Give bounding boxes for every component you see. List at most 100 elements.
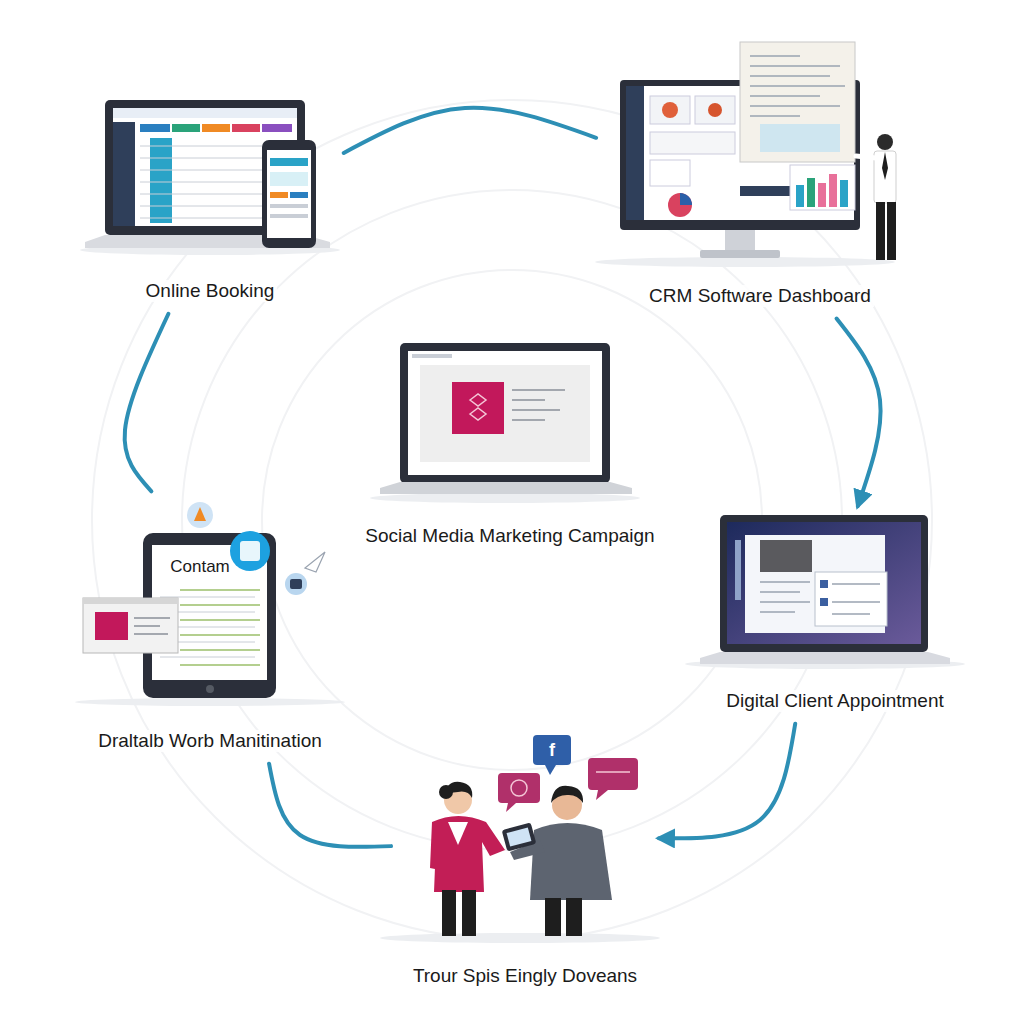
booking-laptop-part [262,124,292,132]
crm-monitor-part [662,102,678,118]
appointment-laptop-part [727,522,921,644]
maintenance-tablet-part [75,698,345,706]
crm-monitor-part-part [750,85,845,87]
crm-monitor-part [882,152,888,180]
crm-monitor-part [680,193,692,205]
maintenance-tablet-part-part [134,633,168,635]
appointment-laptop [685,515,965,669]
appointment-laptop-part-part [832,601,880,603]
crm-monitor-part [650,160,690,186]
booking-laptop-part [113,122,135,226]
social-icon-letter: f [549,740,555,761]
crm-monitor-part-part [750,95,820,97]
booking-laptop-part [290,192,308,198]
appointment-laptop-part [735,540,741,600]
appointment-laptop-part [700,652,950,664]
illustrated-step: Digital Client Appointment [690,510,980,720]
campaign-laptop-part [412,354,452,358]
maintenance-tablet-part [285,573,307,595]
campaign-laptop-part [380,482,632,494]
crm-monitor-part [695,96,735,124]
crm-monitor-part [877,134,893,150]
crm-monitor-part [840,180,848,207]
two-people-part [498,773,540,803]
appointment-laptop-part-part [832,613,870,615]
crm-monitor-part [807,178,815,207]
two-people-part [442,890,456,936]
maintenance-tablet-part [206,685,214,693]
crm-monitor [595,42,896,267]
two-people-part [502,822,537,851]
maintenance-tablet-part-part [180,634,260,636]
maintenance-tablet-part-part [180,619,260,621]
appointment-laptop-part [815,572,887,626]
campaign-laptop-part-part [512,409,560,411]
illustrated-step: Trour Spis Eingly Doveans [395,730,655,995]
booking-laptop-part [270,204,308,208]
step-label: Digital Client Appointment [723,690,947,712]
two-people-part [545,898,561,936]
crm-monitor-part [700,250,780,258]
campaign-laptop-part [408,351,602,475]
crm-monitor-part-part [750,65,840,67]
crm-monitor-part [887,202,896,260]
campaign-laptop-part-part [512,399,545,401]
booking-laptop-part [150,138,172,223]
booking-laptop-part [270,214,308,218]
crm-monitor-part [760,124,840,152]
illustrated-step: CRM Software Dashboard [600,35,920,315]
campaign-laptop-part-part [512,389,565,391]
maintenance-tablet-part-part [134,625,160,627]
campaign-laptop-part [370,493,640,503]
illustrated-step: Social Media Marketing Campaign [340,335,680,555]
booking-laptop-part [172,124,200,132]
campaign-laptop-part-part [512,419,545,421]
two-people-part [596,790,608,800]
campaign-laptop-part [452,382,504,434]
screen-heading: Contam [170,557,230,577]
crm-monitor-part [708,103,722,117]
two-people-part [533,735,571,765]
crm-monitor-part [595,257,895,267]
step-label: Draltalb Worb Manitination [95,730,325,752]
booking-laptop-part [270,158,308,166]
crm-monitor-part-part [750,75,830,77]
two-people-part [596,771,630,773]
booking-laptop-part [262,140,316,248]
flow-arc [125,314,169,492]
crm-monitor-part-part [750,105,840,107]
crm-monitor-part [829,174,837,207]
appointment-laptop-part [720,515,928,652]
booking-laptop-part [140,124,170,132]
booking-laptop-part [270,192,288,198]
two-people-part [588,758,638,790]
appointment-laptop-part [832,584,880,614]
campaign-laptop-part [400,343,610,483]
two-people [380,735,660,943]
crm-monitor-part [650,96,690,124]
two-people-part [551,786,583,803]
campaign-laptop-part [470,394,486,420]
background-rings-part [262,270,762,770]
flow-arc [344,108,596,153]
crm-monitor-part [668,193,692,217]
two-people-part [380,933,660,943]
crm-monitor-part [876,202,885,260]
appointment-laptop-part-part [760,601,810,603]
appointment-laptop-part [820,598,828,606]
step-label: Social Media Marketing Campaign [362,525,657,547]
crm-monitor-part [750,56,845,116]
maintenance-tablet-part-part [180,589,260,591]
booking-laptop-part [202,124,230,132]
two-people-part [439,785,453,799]
maintenance-tablet-part-part [160,597,255,598]
crm-monitor-part [626,86,644,220]
maintenance-tablet-part [194,507,206,521]
crm-monitor-part [790,165,855,210]
crm-monitor-part [856,156,876,158]
maintenance-tablet-part [187,502,213,528]
appointment-laptop-part-part [832,583,880,585]
two-people-part [506,803,516,812]
